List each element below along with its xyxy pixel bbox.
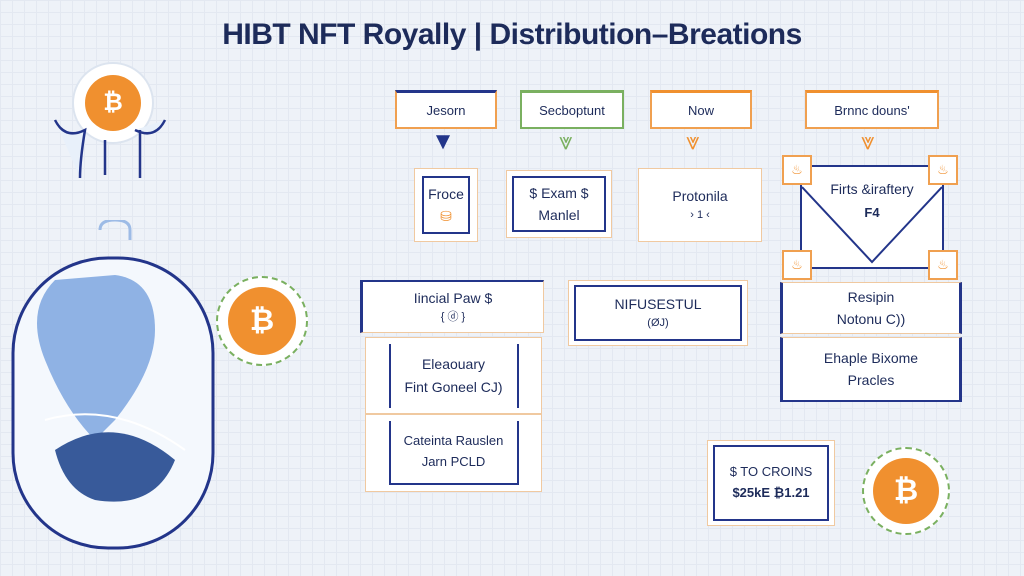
bitcoin-pendant: ₿ xyxy=(216,276,308,366)
elecouary-card: Eleaouary Fint Goneel CJ) xyxy=(365,337,542,414)
coins-line2: $25kE ₿1.21 xyxy=(732,485,810,500)
bitcoin-icon: ₿ xyxy=(873,458,939,524)
iincial-card: Iincial Paw $ { ⓓ } xyxy=(360,280,544,333)
exam-card: $ Exam $ Manlel xyxy=(506,170,612,238)
nifusestul-line1: NIFUSESTUL xyxy=(614,296,702,312)
exam-line1: $ Exam $ xyxy=(529,184,589,201)
ehaple-line2: Pracles xyxy=(847,372,895,388)
bottle-illustration xyxy=(11,220,215,550)
froce-label: Froce xyxy=(428,185,464,202)
page-title: HIBT NFT Royally | Distribution–Breation… xyxy=(222,18,802,51)
exam-line2: Manlel xyxy=(538,207,580,223)
arrow-down-icon: ⩔ xyxy=(861,128,875,155)
iincial-line2: { ⓓ } xyxy=(440,311,466,324)
envelope-icon xyxy=(802,186,942,264)
bell-icon: ♨ xyxy=(782,155,812,185)
elecouary-line2: Fint Goneel CJ) xyxy=(404,378,503,395)
calentinal-line2: Jarn PCLD xyxy=(421,454,486,469)
bitcoin-icon: ₿ xyxy=(85,75,141,131)
bell-icon: ♨ xyxy=(928,155,958,185)
arrow-down-icon: ⩔ xyxy=(686,128,700,155)
arrow-down-icon: ⩔ xyxy=(559,128,573,155)
ehaple-line1: Ehaple Bixome xyxy=(823,349,919,366)
envelope-card: Firts &iraftery F4 xyxy=(800,165,944,269)
bell-icon: ♨ xyxy=(782,250,812,280)
envelope-label: Firts &iraftery xyxy=(830,181,914,197)
hands-illustration xyxy=(53,119,167,179)
coins-card: $ TO CROINS $25kE ₿1.21 xyxy=(707,440,835,526)
froce-card: Froce ⛁ xyxy=(414,168,478,242)
protonila-label: Protonila xyxy=(672,188,728,204)
nifusestul-card: NIFUSESTUL (ØJ) xyxy=(568,280,748,346)
coins-line1: $ TO CROINS xyxy=(729,464,813,480)
calentinal-card: Cateinta Rauslen Jarn PCLD xyxy=(365,414,542,492)
resipin-line1: Resipin xyxy=(847,288,895,305)
protonila-card: Protonila › 1 ‹ xyxy=(638,168,762,242)
coin-stack-icon: ⛁ xyxy=(440,208,452,224)
resipin-card: Resipin Notonu C)) xyxy=(780,282,962,334)
header-secboptunt: Secboptunt xyxy=(520,90,624,129)
ehaple-card: Ehaple Bixome Pracles xyxy=(780,337,962,402)
bitcoin-pendant: ₿ xyxy=(862,447,950,535)
bell-icon: ♨ xyxy=(928,250,958,280)
resipin-line2: Notonu C)) xyxy=(836,311,906,327)
bitcoin-icon: ₿ xyxy=(228,287,296,355)
elecouary-line1: Eleaouary xyxy=(421,356,486,373)
header-now: Now xyxy=(650,90,752,129)
envelope-sub: F4 xyxy=(864,205,880,220)
arrow-down-icon: ▼ xyxy=(431,128,455,155)
header-brnnc-douns: Brnnc douns' xyxy=(805,90,939,129)
nifusestul-line2: (ØJ) xyxy=(647,317,669,330)
header-jesorn: Jesorn xyxy=(395,90,497,129)
calentinal-line1: Cateinta Rauslen xyxy=(403,433,504,449)
protonila-sub: › 1 ‹ xyxy=(690,209,710,222)
iincial-line1: Iincial Paw $ xyxy=(413,290,493,306)
